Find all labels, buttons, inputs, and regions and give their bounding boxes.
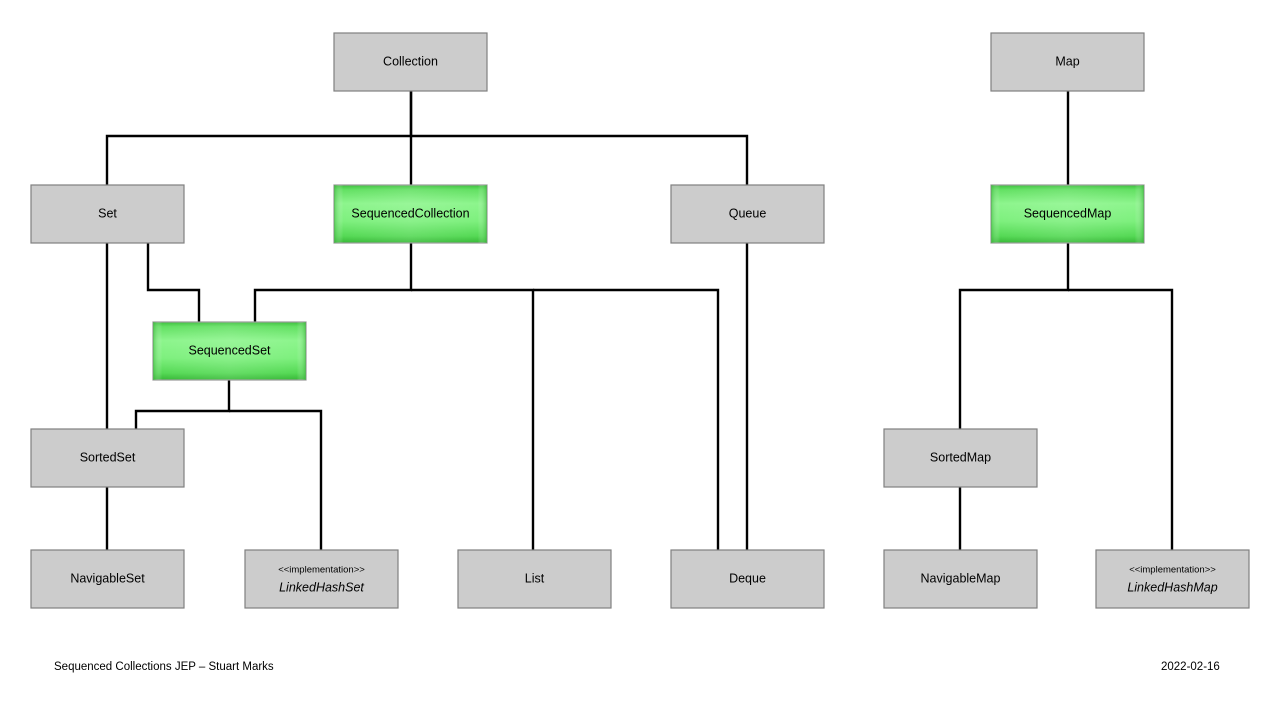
footer-date: 2022-02-16: [1161, 661, 1220, 673]
edge-collection-queue: [411, 134, 749, 185]
node-box-navigableset: [30, 549, 185, 609]
edge-sequencedset-linkedhashset: [229, 409, 323, 550]
node-box-set: [30, 184, 185, 244]
node-box-map: [990, 32, 1145, 92]
node-label-list: List: [525, 571, 545, 585]
edge-sequencedcollection-list: [411, 288, 535, 550]
node-label-collection: Collection: [383, 54, 438, 68]
node-stereotype-linkedhashmap: <<implementation>>: [1129, 565, 1216, 576]
node-collection[interactable]: Collection: [333, 32, 488, 92]
node-sortedset[interactable]: SortedSet: [30, 428, 185, 488]
edge-collection-set: [105, 91, 413, 185]
node-linkedhashset[interactable]: <<implementation>> LinkedHashSet: [244, 549, 399, 609]
node-linkedhashmap[interactable]: <<implementation>> LinkedHashMap: [1095, 549, 1250, 609]
node-navigablemap[interactable]: NavigableMap: [883, 549, 1038, 609]
node-box-sortedset: [30, 428, 185, 488]
node-sortedmap[interactable]: SortedMap: [883, 428, 1038, 488]
node-label-sortedmap: SortedMap: [930, 450, 991, 464]
node-queue[interactable]: Queue: [670, 184, 825, 244]
node-label-queue: Queue: [729, 206, 767, 220]
node-box-linkedhashmap: [1095, 549, 1250, 609]
node-label-map: Map: [1055, 54, 1079, 68]
edge-sequencedcollection-sequencedset: [253, 243, 413, 322]
node-label-navigableset: NavigableSet: [70, 571, 145, 585]
node-box-deque: [670, 549, 825, 609]
node-set[interactable]: Set: [30, 184, 185, 244]
node-box-sheen-sequencedcollection: [334, 185, 487, 243]
edge-sequencedset-sortedset: [134, 380, 231, 429]
node-box-sortedmap: [883, 428, 1038, 488]
footer-credit: Sequenced Collections JEP – Stuart Marks: [54, 661, 274, 673]
node-list[interactable]: List: [457, 549, 612, 609]
node-label-sequencedmap: SequencedMap: [1024, 206, 1112, 220]
node-label-deque: Deque: [729, 571, 766, 585]
node-box-list: [457, 549, 612, 609]
edges-layer: [105, 91, 1174, 550]
node-box-linkedhashset: [244, 549, 399, 609]
node-navigableset[interactable]: NavigableSet: [30, 549, 185, 609]
node-deque[interactable]: Deque: [670, 549, 825, 609]
node-stereotype-linkedhashset: <<implementation>>: [278, 565, 365, 576]
node-label-sequencedset: SequencedSet: [188, 343, 271, 357]
node-label-navigablemap: NavigableMap: [921, 571, 1001, 585]
node-map[interactable]: Map: [990, 32, 1145, 92]
node-box-collection: [333, 32, 488, 92]
node-label-sequencedcollection: SequencedCollection: [351, 206, 469, 220]
node-box-sheen-sequencedmap: [991, 185, 1144, 243]
node-sequencedcollection[interactable]: SequencedCollection: [333, 184, 488, 244]
node-label-linkedhashset: LinkedHashSet: [279, 580, 364, 594]
node-box-queue: [670, 184, 825, 244]
node-sequencedset[interactable]: SequencedSet: [152, 321, 307, 381]
node-label-set: Set: [98, 206, 117, 220]
node-box-sheen-sequencedset: [153, 322, 306, 380]
edge-set-sequencedset: [146, 243, 201, 322]
edge-sequencedcollection-deque: [533, 288, 720, 550]
edge-sequencedmap-linkedhashmap: [1068, 288, 1174, 550]
node-sequencedmap[interactable]: SequencedMap: [990, 184, 1145, 244]
edge-sequencedmap-sortedmap: [958, 243, 1070, 429]
node-label-sortedset: SortedSet: [80, 450, 136, 464]
node-label-linkedhashmap: LinkedHashMap: [1127, 580, 1217, 594]
node-box-navigablemap: [883, 549, 1038, 609]
